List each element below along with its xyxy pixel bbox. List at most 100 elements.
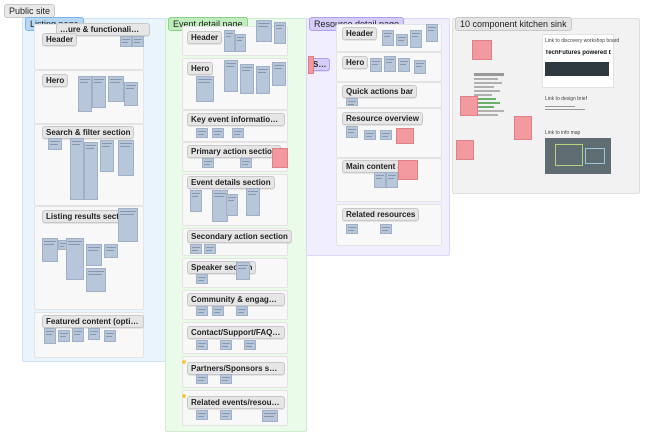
sticky-note (220, 374, 232, 384)
section-label-featured-content[interactable]: Featured content (optio… (42, 315, 144, 328)
sticky-note (256, 66, 270, 94)
sticky-note (240, 64, 254, 94)
section-label-ev-header[interactable]: Header (187, 31, 223, 44)
outline-text-block (474, 72, 514, 152)
sticky-note (426, 24, 438, 42)
section-label-search-filter[interactable]: Search & filter section (42, 126, 135, 139)
sticky-note (346, 98, 358, 106)
sticky-note (346, 224, 358, 234)
sticky-note (108, 76, 124, 102)
sticky-note (190, 190, 202, 212)
sticky-note (226, 194, 238, 216)
section-label-ev-community[interactable]: Community & engagem… (187, 293, 285, 306)
pink-sticky-note (308, 56, 314, 74)
section-label-ev-secondary-action[interactable]: Secondary action section (187, 230, 292, 243)
card-title-design-brief[interactable]: Link to design brief (545, 96, 587, 102)
pink-sticky-note (514, 116, 532, 140)
sticky-note (196, 76, 214, 102)
section-label-ev-primary-action[interactable]: Primary action section (187, 145, 281, 158)
sticky-note (48, 138, 62, 150)
sticky-note (414, 60, 426, 74)
sticky-note (244, 340, 256, 350)
sticky-note (272, 62, 286, 86)
sticky-note (224, 30, 235, 52)
yellow-dot-marker (182, 394, 186, 398)
sticky-note (104, 244, 118, 258)
sticky-note (398, 58, 410, 72)
sticky-note (396, 34, 408, 46)
section-label-ev-key-info[interactable]: Key event information … (187, 113, 285, 126)
section-label-header[interactable]: Header (42, 33, 78, 46)
sticky-note (58, 330, 70, 342)
sticky-note (220, 410, 232, 420)
sticky-note (240, 158, 252, 168)
design-brief-lines (545, 104, 585, 112)
sticky-note (370, 58, 382, 72)
sticky-note (196, 128, 208, 138)
sticky-note (86, 244, 102, 266)
pink-sticky-note (456, 140, 474, 160)
sticky-note (380, 224, 392, 234)
section-label-structure[interactable]: …ure & functionali… (56, 23, 150, 36)
section-label-res-header[interactable]: Header (342, 27, 378, 40)
sticky-note (262, 410, 278, 422)
sticky-note (256, 20, 272, 42)
section-label-hero[interactable]: Hero (42, 74, 69, 87)
frame-title-kitchen[interactable]: 10 component kitchen sink (455, 17, 572, 31)
sticky-note (235, 34, 246, 52)
sticky-note (274, 22, 286, 44)
sticky-note (120, 36, 132, 47)
yellow-dot-marker (182, 360, 186, 364)
sticky-note (224, 60, 238, 92)
section-label-res-quick-actions[interactable]: Quick actions bar (342, 85, 418, 98)
card-title-discovery[interactable]: Link to discovery workshop board (545, 38, 620, 44)
card-big-title-techfutures: TechFutures powered by Lilli (545, 50, 611, 56)
sticky-note (212, 306, 224, 316)
sticky-note (196, 274, 208, 284)
card-title-info-map[interactable]: Link to info map (545, 130, 581, 136)
pink-sticky-note (272, 148, 288, 168)
sticky-note (246, 188, 260, 216)
sticky-note (212, 128, 224, 138)
section-label-ev-related[interactable]: Related events/resourc… (187, 396, 285, 409)
pink-sticky-note (396, 128, 414, 144)
pink-sticky-note (460, 96, 478, 116)
sticky-note (196, 374, 208, 384)
section-label-res-hero[interactable]: Hero (342, 56, 369, 69)
section-label-ev-hero[interactable]: Hero (187, 62, 214, 75)
sticky-note (88, 328, 100, 340)
section-label-res-overview[interactable]: Resource overview (342, 112, 423, 125)
section-label-ev-partners[interactable]: Partners/Sponsors sect… (187, 362, 285, 375)
section-label-ev-contact[interactable]: Contact/Support/FAQ s… (187, 326, 285, 339)
sticky-note (346, 126, 358, 138)
sticky-note (196, 340, 208, 350)
sticky-note (380, 130, 392, 140)
section-label-ev-details[interactable]: Event details section (187, 176, 275, 189)
sticky-note (364, 130, 376, 140)
sticky-note (118, 140, 134, 176)
sticky-note (384, 56, 396, 72)
sticky-note (386, 172, 398, 188)
pink-sticky-note (472, 40, 492, 60)
board-title[interactable]: Public site (4, 4, 56, 18)
sticky-note (232, 128, 244, 138)
section-label-res-related[interactable]: Related resources (342, 208, 420, 221)
sticky-note (382, 30, 394, 46)
sticky-note (132, 36, 144, 47)
sticky-note (42, 238, 58, 262)
sticky-note (190, 244, 202, 254)
sticky-note (196, 306, 208, 316)
sticky-note (118, 208, 138, 242)
pink-sticky-note (398, 160, 418, 180)
sticky-note (410, 30, 422, 48)
card-discovery-workshop[interactable] (542, 34, 614, 88)
sticky-note (70, 138, 84, 200)
sticky-note (84, 142, 98, 200)
sticky-note (124, 82, 138, 106)
sticky-note (66, 238, 84, 280)
sticky-note (236, 306, 248, 316)
sticky-note (44, 328, 56, 344)
sticky-note (202, 158, 214, 168)
sticky-note (78, 76, 92, 112)
sticky-note (220, 340, 232, 350)
